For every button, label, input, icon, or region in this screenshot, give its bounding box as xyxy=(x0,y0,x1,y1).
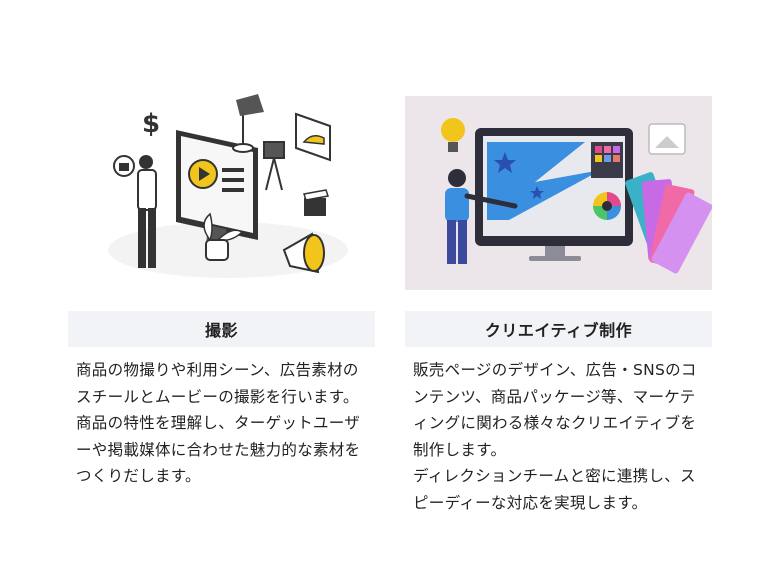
color-swatch-icon xyxy=(625,172,712,274)
creative-illustration xyxy=(405,90,712,290)
photography-illustration: $ xyxy=(68,90,375,290)
image-icon xyxy=(648,123,686,155)
description-paragraph: ディレクションチームと密に連携し、スピーディーな対応を実現します。 xyxy=(413,467,696,512)
color-wheel-icon xyxy=(593,192,621,220)
description-paragraph: 商品の物撮りや利用シーン、広告素材のスチールとムービーの撮影を行います。 xyxy=(76,361,359,406)
card-title: クリエイティブ制作 xyxy=(405,311,712,347)
star-icon xyxy=(494,152,544,199)
like-icon xyxy=(113,155,135,177)
plant-icon xyxy=(203,212,244,261)
card-title: 撮影 xyxy=(68,311,375,347)
card-photography: $ 撮影 商品の物撮り xyxy=(68,90,375,490)
spotlight-icon xyxy=(232,94,264,153)
person-figure xyxy=(137,155,157,268)
description-paragraph: 商品の特性を理解し、ターゲットユーザーや掲載媒体に合わせた魅力的な素材をつくりだ… xyxy=(76,414,361,485)
description-paragraph: 販売ページのデザイン、広告・SNSのコンテンツ、商品パッケージ等、マーケティング… xyxy=(413,361,697,459)
clapperboard-icon xyxy=(303,189,329,216)
lightbulb-icon xyxy=(441,118,465,152)
shoe-icon xyxy=(295,112,331,162)
svg-text:$: $ xyxy=(142,109,160,139)
card-creative: クリエイティブ制作 販売ページのデザイン、広告・SNSのコンテンツ、商品パッケー… xyxy=(405,90,712,516)
camera-icon xyxy=(263,141,285,191)
design-monitor-icon xyxy=(475,128,633,261)
card-description: 商品の物撮りや利用シーン、広告素材のスチールとムービーの撮影を行います。 商品の… xyxy=(68,357,375,490)
card-description: 販売ページのデザイン、広告・SNSのコンテンツ、商品パッケージ等、マーケティング… xyxy=(405,357,712,516)
designer-figure xyxy=(445,169,518,264)
dollar-icon: $ xyxy=(142,109,160,139)
megaphone-icon xyxy=(282,232,325,274)
